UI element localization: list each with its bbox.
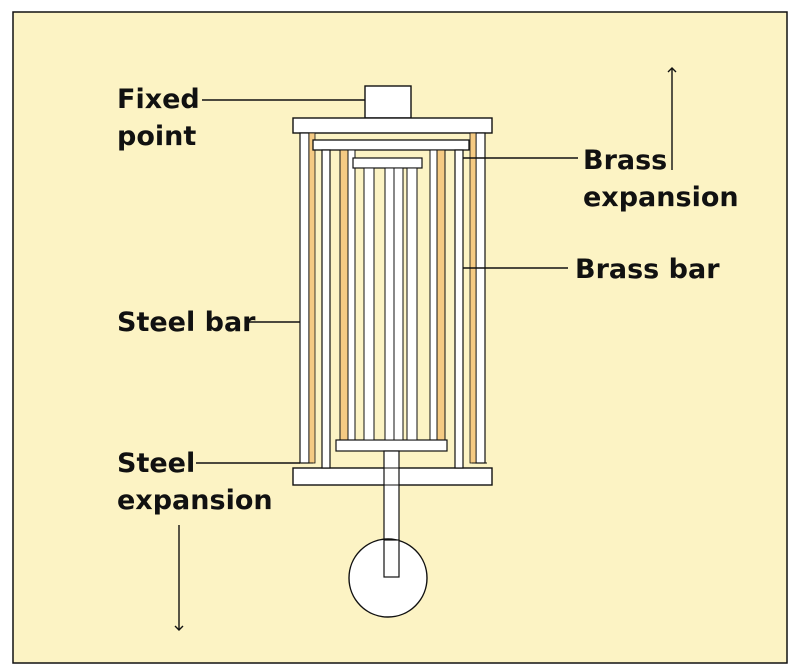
steel-expansion-label-line2: expansion xyxy=(117,485,273,516)
mid-bar-left-inner xyxy=(347,149,356,441)
steel-bar-label-text: Steel bar xyxy=(117,307,256,338)
fixed-point-label: Fixed point xyxy=(117,81,200,155)
steel-bar-label: Steel bar xyxy=(117,304,256,341)
inner-bar-4 xyxy=(406,167,418,441)
brass-bar-label: Brass bar xyxy=(575,251,720,288)
brass-expansion-label-line2: expansion xyxy=(583,182,739,213)
brass-bar-label-text: Brass bar xyxy=(575,254,720,285)
brass-bar-left xyxy=(321,149,331,469)
fixed-point-label-line1: Fixed xyxy=(117,84,200,115)
outer-brass-strip-left xyxy=(308,132,316,464)
fixed-point-label-line2: point xyxy=(117,121,197,152)
lower-inner-crossbar xyxy=(335,439,448,452)
bob-rod-end xyxy=(383,539,400,578)
fixed-point-block xyxy=(364,85,412,119)
brass-expansion-label-line1: Brass xyxy=(583,145,668,176)
brass-expansion-label: Brass expansion xyxy=(583,142,739,216)
pendulum-bob xyxy=(348,538,428,618)
inner-bar-1 xyxy=(363,167,375,441)
inner-bar-2 xyxy=(384,167,395,441)
brass-bar-right xyxy=(454,149,464,469)
second-crossbar xyxy=(312,139,470,151)
top-crossbar xyxy=(292,117,493,134)
outer-steel-bar-right xyxy=(475,132,486,464)
steel-expansion-label: Steel expansion xyxy=(117,445,273,519)
outer-brass-strip-right xyxy=(469,132,477,464)
inner-bar-3 xyxy=(393,167,404,441)
mid-bar-right-outer xyxy=(436,149,446,441)
steel-expansion-label-line1: Steel xyxy=(117,448,196,479)
outer-steel-bar-left xyxy=(299,132,310,464)
mid-bar-left-outer xyxy=(339,149,349,441)
mid-bar-right-inner xyxy=(429,149,438,441)
upper-inner-crossbar xyxy=(352,157,423,169)
